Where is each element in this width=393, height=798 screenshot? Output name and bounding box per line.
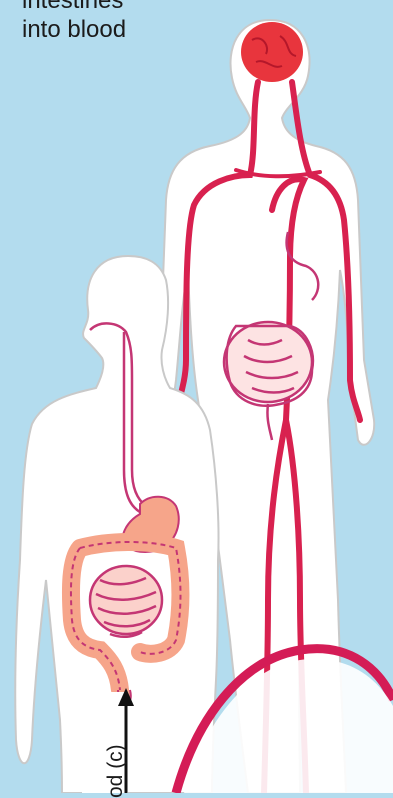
caption-text: intestines into blood xyxy=(22,0,126,44)
brain-shape xyxy=(241,22,303,82)
rotated-side-label: od (c) xyxy=(96,698,136,798)
caption-line-2: into blood xyxy=(22,15,126,44)
caption-line-1: intestines xyxy=(22,0,126,15)
